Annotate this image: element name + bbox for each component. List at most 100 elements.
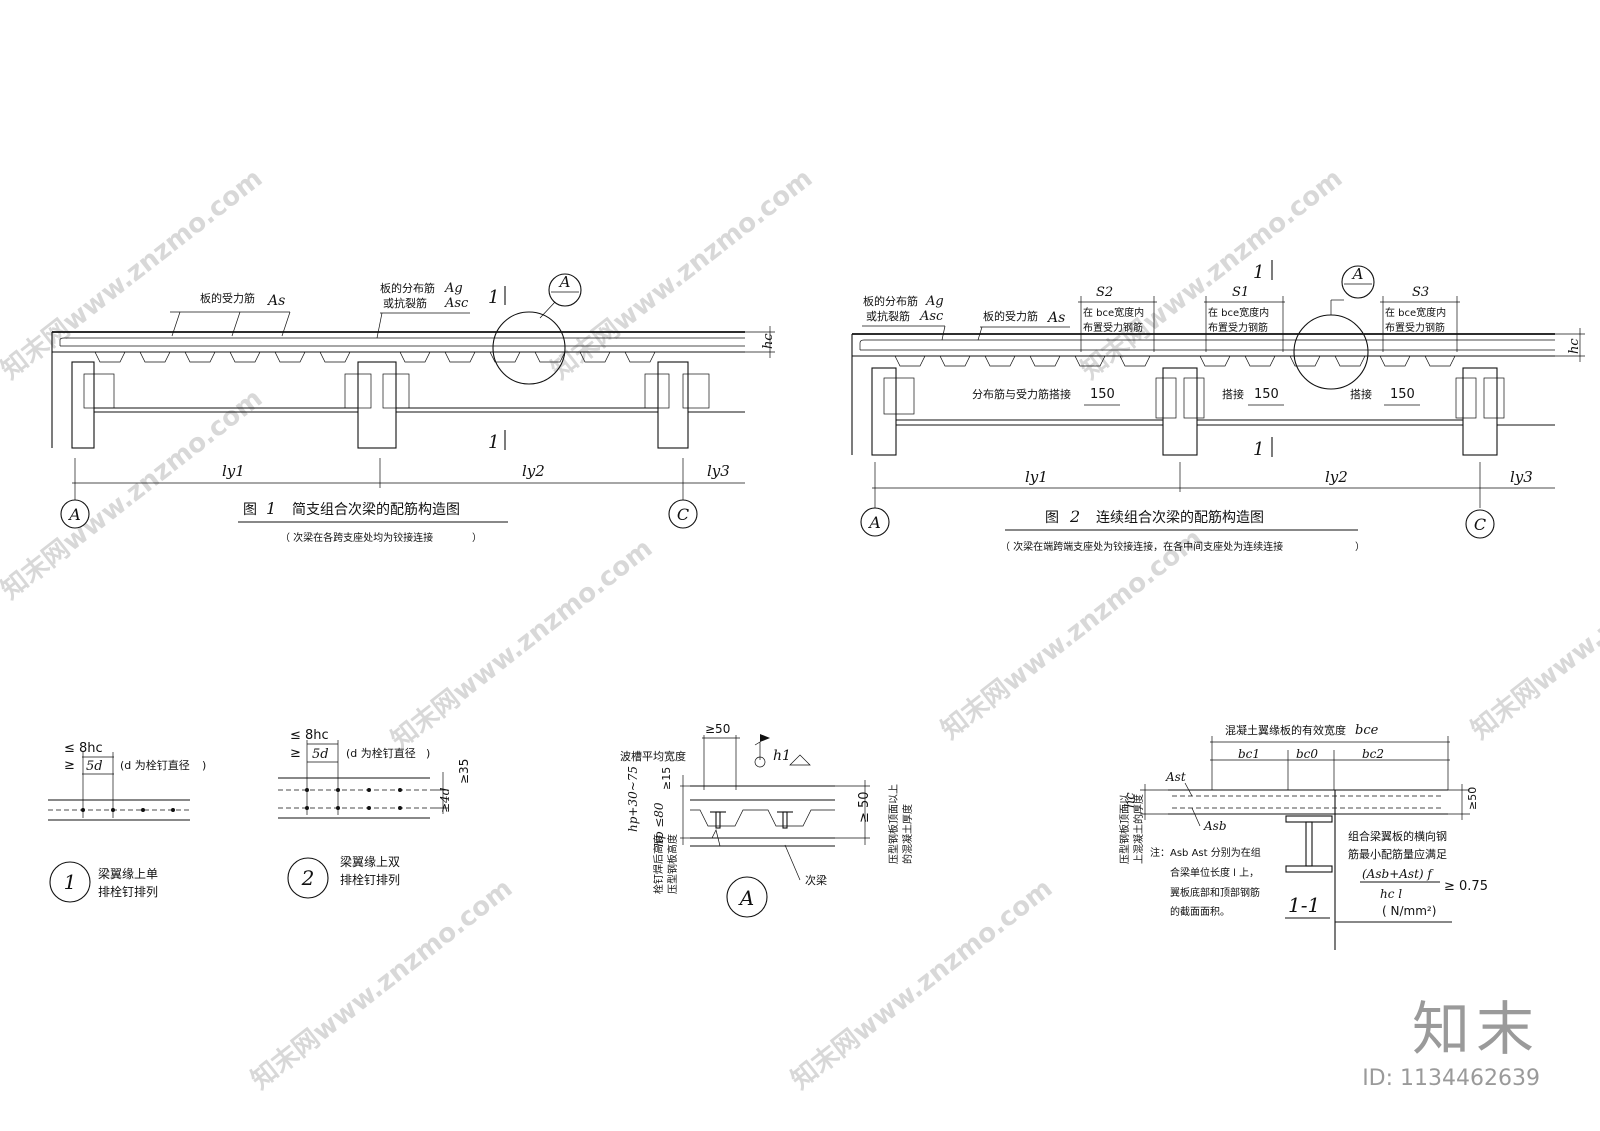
formula-rhs: ≥ 0.75 bbox=[1444, 879, 1488, 894]
effective-width-label: 混凝土翼缘板的有效宽度 bbox=[1225, 723, 1346, 737]
crack-bar-label: 或抗裂筋 bbox=[866, 309, 910, 323]
note-line: 注：Asb Ast 分别为在组 bbox=[1150, 846, 1261, 859]
hp-max-dim: hp ≤80 bbox=[652, 802, 666, 847]
dim-150: 150 bbox=[1390, 387, 1415, 402]
hc-dim: hc bbox=[761, 333, 776, 349]
span-ly2: ly2 bbox=[1325, 468, 1348, 486]
hc-dim: hc bbox=[1567, 338, 1582, 354]
note-line: 翼板底部和顶部钢筋 bbox=[1170, 886, 1260, 899]
formula-numerator: (Asb+Ast) f bbox=[1362, 867, 1434, 881]
span-ly1: ly1 bbox=[1025, 468, 1048, 486]
min-spacing-sign: ≥ bbox=[64, 758, 75, 773]
formula-unit: ( N/mm²) bbox=[1382, 904, 1436, 918]
bce-note: 布置受力钢筋 bbox=[1208, 321, 1268, 334]
dim-150: 150 bbox=[1090, 387, 1115, 402]
figure-1: A 1 1 板的受力筋 As 板的分布筋 或抗裂筋 Ag Asc hc ly1 … bbox=[51, 273, 776, 544]
detail-2-caption: 梁翼缘上双 bbox=[340, 854, 400, 869]
watermark-text: 知末网www.znzmo.com bbox=[786, 873, 1058, 1095]
detail-a-callout: A bbox=[1351, 265, 1364, 283]
fig1-subtitle-close: ） bbox=[472, 532, 482, 544]
detail-a: 波槽平均宽度 ≥50 h1 次梁 ≥15 hp+30~75 hp ≤80 ≥ 5… bbox=[620, 722, 914, 918]
bce-note: 在 bce宽度内 bbox=[1208, 306, 1269, 319]
crack-bar-label: 或抗裂筋 bbox=[383, 296, 427, 310]
edge-distance: ≥35 bbox=[457, 759, 471, 784]
slab-bar-symbol: As bbox=[1046, 310, 1065, 326]
s2-label: S2 bbox=[1096, 285, 1113, 300]
min-50-vert: ≥ 50 bbox=[857, 791, 872, 823]
asb-label: Asb bbox=[1203, 819, 1227, 833]
fig1-number: 1 bbox=[266, 499, 276, 518]
fig1-title: 简支组合次梁的配筋构造图 bbox=[292, 501, 460, 518]
min-50: ≥50 bbox=[1466, 787, 1479, 810]
brand-block: 知末 ID: 1134462639 bbox=[1362, 982, 1540, 1091]
dist-bar-label: 板的分布筋 bbox=[863, 294, 918, 308]
h1-symbol: h1 bbox=[773, 748, 791, 764]
section-mark: 1 bbox=[1253, 439, 1264, 460]
bce-note: 在 bce宽度内 bbox=[1083, 306, 1144, 319]
trough-width: 波槽平均宽度 bbox=[620, 749, 686, 763]
fig2-subtitle: （ 次梁在端跨端支座处为铰接连接，在各中间支座处为连续连接 bbox=[1000, 540, 1283, 553]
bce-note: 布置受力钢筋 bbox=[1083, 321, 1143, 334]
stud-note-close: ) bbox=[202, 759, 206, 772]
detail-1-caption: 梁翼缘上单 bbox=[98, 866, 158, 881]
fig2-prefix: 图 bbox=[1045, 510, 1059, 526]
detail-2: ≤ 8hc ≥ 5d (d 为栓钉直径 ) ≥4d ≥35 2 梁翼缘上双 排栓… bbox=[278, 728, 471, 899]
side-note: 压型钢板顶面以 bbox=[1118, 794, 1131, 864]
axis-c-label: C bbox=[677, 505, 689, 524]
watermark-text: 知末网www.znzmo.com bbox=[936, 523, 1208, 745]
slab-bar-label: 板的受力筋 bbox=[200, 291, 255, 305]
asc-symbol: Asc bbox=[919, 309, 944, 324]
axis-a-label: A bbox=[867, 513, 881, 532]
bc2-label: bc2 bbox=[1362, 747, 1384, 761]
section-mark: 1 bbox=[1253, 262, 1264, 283]
row-spacing: ≥4d bbox=[438, 787, 452, 813]
dim-150: 150 bbox=[1254, 387, 1279, 402]
span-ly3: ly3 bbox=[1510, 468, 1533, 486]
max-spacing: ≤ 8hc bbox=[290, 728, 329, 743]
bc1-label: bc1 bbox=[1238, 747, 1260, 761]
bc0-label: bc0 bbox=[1296, 747, 1318, 761]
detail-1: ≤ 8hc ≥ 5d (d 为栓钉直径 ) 1 梁翼缘上单 排栓钉排列 bbox=[48, 741, 206, 903]
ag-symbol: Ag bbox=[925, 294, 944, 309]
fig2-title: 连续组合次梁的配筋构造图 bbox=[1096, 509, 1264, 526]
min-15: ≥15 bbox=[660, 767, 673, 790]
note-line: 的截面面积。 bbox=[1170, 905, 1230, 918]
span-ly2: ly2 bbox=[522, 462, 545, 480]
bce-note: 在 bce宽度内 bbox=[1385, 306, 1446, 319]
stud-height-note: 栓钉焊后高度 bbox=[652, 834, 665, 894]
span-ly3: ly3 bbox=[707, 462, 730, 480]
dist-bar-label: 板的分布筋 bbox=[380, 281, 435, 295]
formula-denominator: hc l bbox=[1380, 887, 1402, 901]
requirement-line: 筋最小配筋量应满足 bbox=[1348, 847, 1447, 861]
s1-label: S1 bbox=[1232, 285, 1249, 300]
side-note: 上混凝土的厚度 bbox=[1132, 794, 1145, 864]
min-spacing: 5d bbox=[86, 759, 103, 774]
concrete-thickness-note: 的混凝土厚度 bbox=[901, 804, 914, 864]
detail-a-callout: A bbox=[558, 273, 571, 291]
ag-symbol: Ag bbox=[444, 281, 463, 296]
detail-2-mark: 2 bbox=[301, 866, 315, 890]
min-spacing: 5d bbox=[312, 747, 329, 762]
section-1-1: 混凝土翼缘板的有效宽度 bce bc1 bc0 bc2 ≥50 Ast Asb … bbox=[1118, 723, 1488, 950]
asc-symbol: Asc bbox=[444, 296, 469, 311]
brand-id: ID: 1134462639 bbox=[1362, 1066, 1540, 1091]
sub-beam-label: 次梁 bbox=[805, 873, 827, 887]
section-mark: 1 bbox=[488, 287, 499, 308]
watermark-text: 知末网www.znzmo.com bbox=[386, 533, 658, 755]
span-ly1: ly1 bbox=[222, 462, 245, 480]
section-mark: 1 bbox=[488, 432, 499, 453]
detail-1-mark: 1 bbox=[64, 870, 77, 894]
watermark-text: 知末网www.znzmo.com bbox=[246, 873, 518, 1095]
note-line: 合梁单位长度 l 上， bbox=[1170, 866, 1259, 879]
lap-note: 搭接 bbox=[1222, 388, 1244, 401]
figure-2: A 1 1 板的分布筋 或抗裂筋 Ag Asc 板的受力筋 As S2 在 bc… bbox=[851, 260, 1585, 553]
detail-1-caption: 排栓钉排列 bbox=[98, 884, 158, 899]
fig2-subtitle-close: ） bbox=[1355, 541, 1365, 553]
stud-note: (d 为栓钉直径 bbox=[346, 746, 416, 760]
fig2-number: 2 bbox=[1069, 507, 1080, 526]
min-spacing-sign: ≥ bbox=[290, 746, 301, 761]
concrete-thickness-note: 压型钢板顶面以上 bbox=[887, 784, 900, 864]
max-spacing: ≤ 8hc bbox=[64, 741, 103, 756]
lap-note: 分布筋与受力筋搭接 bbox=[972, 387, 1071, 401]
